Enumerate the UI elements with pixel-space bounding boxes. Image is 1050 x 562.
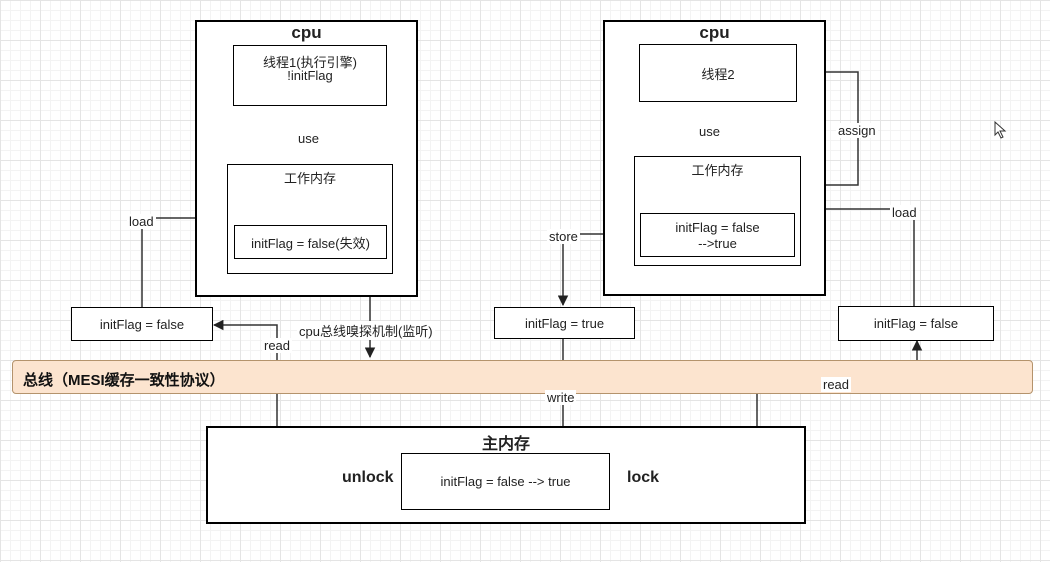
right-use-label: use	[697, 124, 722, 139]
bus-label: 总线（MESI缓存一致性协议）	[23, 372, 225, 389]
main-memory-title: 主内存	[481, 436, 530, 453]
mouse-cursor-icon	[994, 121, 1007, 139]
right-var-line2: -->true	[698, 236, 737, 251]
bus-bar: 总线（MESI缓存一致性协议）	[12, 360, 1033, 394]
assign-label: assign	[836, 123, 878, 138]
snoop-label: cpu总线嗅探机制(监听)	[297, 321, 435, 340]
store-cache-box: initFlag = true	[494, 307, 635, 339]
left-read-label: read	[262, 338, 293, 353]
main-memory-var-box: initFlag = false --> true	[401, 453, 610, 510]
unlock-label: unlock	[342, 469, 394, 486]
right-load-label: load	[890, 205, 919, 220]
left-use-label: use	[296, 131, 321, 146]
right-cache-box: initFlag = false	[838, 306, 994, 341]
left-working-memory-label: 工作内存	[283, 171, 336, 186]
right-cache-value: initFlag = false	[873, 316, 959, 331]
left-cache-value: initFlag = false	[99, 316, 185, 332]
store-cache-value: initFlag = true	[524, 315, 605, 331]
store-label: store	[547, 229, 580, 244]
left-load-label: load	[127, 214, 156, 229]
thread1-box: 线程1(执行引擎) !initFlag	[233, 45, 387, 106]
left-var-box: initFlag = false(失效)	[234, 225, 387, 259]
right-read-label: read	[821, 377, 852, 392]
left-var-value: initFlag = false(失效)	[251, 235, 370, 251]
thread2-box: 线程2	[639, 44, 797, 102]
lock-label: lock	[627, 469, 660, 486]
left-cache-box: initFlag = false	[71, 307, 213, 341]
write-label: write	[545, 390, 577, 405]
right-working-memory-label: 工作内存	[691, 163, 744, 178]
cpu-left-title: cpu	[291, 23, 322, 42]
thread1-code: !initFlag	[287, 68, 333, 83]
cpu-right-title: cpu	[699, 23, 730, 42]
right-var-box: initFlag = false -->true	[640, 213, 795, 257]
right-var-line1: initFlag = false	[675, 220, 760, 235]
thread1-label: 线程1(执行引擎)	[263, 55, 357, 70]
main-memory-value: initFlag = false --> true	[440, 474, 571, 489]
thread2-label: 线程2	[701, 66, 735, 82]
